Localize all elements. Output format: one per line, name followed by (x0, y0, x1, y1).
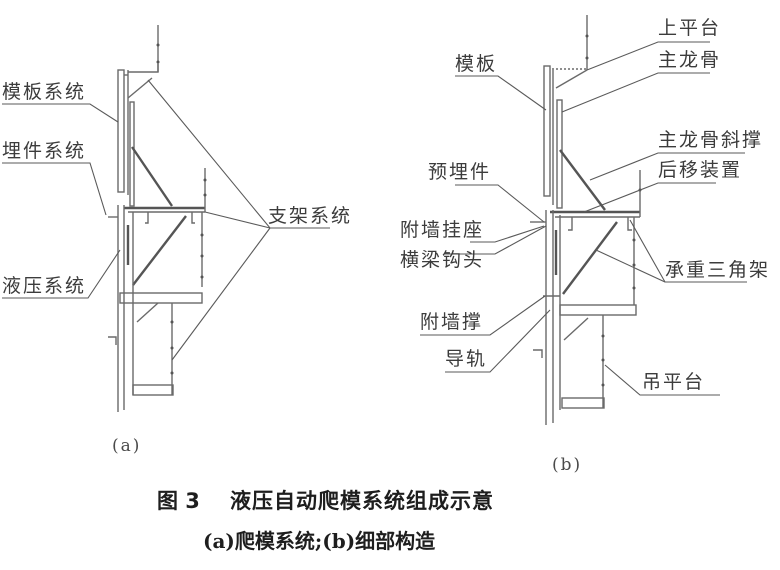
a-main-keel (129, 101, 135, 207)
label-guide-rail: 导轨 (445, 348, 487, 370)
b-formwork-panel (543, 65, 551, 197)
b-main-keel (556, 99, 563, 209)
b-triangle-diagonal (562, 221, 618, 295)
a-keel-brace (131, 146, 173, 207)
label-hydraulic-system: 液压系统 (2, 275, 86, 297)
panel-a-leaders (2, 79, 330, 361)
label-retreat-device: 后移装置 (658, 159, 742, 181)
label-embedded-system: 埋件系统 (2, 140, 86, 162)
a-lower-frame (119, 292, 203, 304)
a-triangle-diagonal (132, 215, 187, 286)
a-hanging-platform (132, 384, 174, 396)
caption-subtitle: (a)爬模系统;(b)细部构造 (203, 529, 436, 553)
b-hanging-platform (561, 397, 605, 409)
label-load-bearing-triangle: 承重三角架 (665, 259, 770, 281)
a-formwork-panel (117, 69, 125, 193)
panel-a-sublabel: (a) (112, 436, 141, 456)
panel-b-drawing (530, 15, 642, 425)
panel-b-leaders (420, 41, 747, 396)
label-upper-platform: 上平台 (658, 17, 721, 39)
label-hanging-platform: 吊平台 (642, 371, 705, 393)
label-beam-hook: 横梁钩头 (400, 249, 484, 271)
label-main-keel-diagonal-brace: 主龙骨斜撑 (658, 129, 763, 151)
label-main-keel: 主龙骨 (658, 49, 721, 71)
b-lower-frame (559, 304, 637, 316)
caption-title: 液压自动爬模系统组成示意 (230, 489, 494, 513)
label-formwork-system: 模板系统 (2, 81, 86, 103)
caption-number: 图 3 (157, 489, 200, 513)
panel-a-drawing (108, 25, 207, 412)
panel-b-sublabel: (b) (552, 455, 582, 475)
label-wall-brace: 附墙撑 (420, 311, 483, 333)
label-embedded-part: 预埋件 (428, 161, 491, 183)
label-formwork: 模板 (455, 53, 497, 75)
b-keel-brace (559, 149, 606, 211)
label-bracket-system: 支架系统 (268, 205, 352, 227)
a-upper-platform (128, 64, 159, 73)
label-wall-hanging-seat: 附墙挂座 (400, 219, 484, 241)
